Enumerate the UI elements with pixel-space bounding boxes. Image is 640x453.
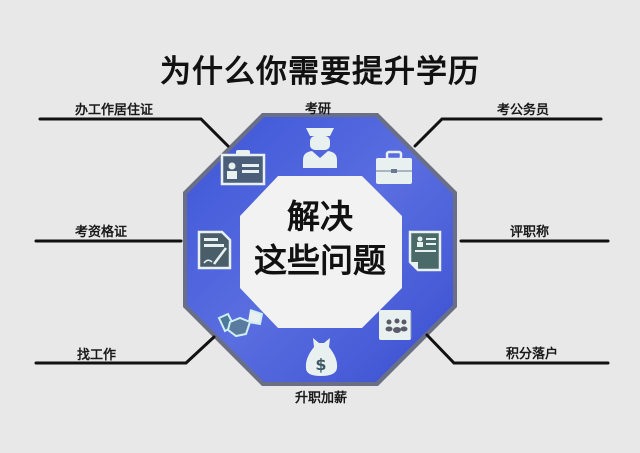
connector-line-job (34, 335, 216, 365)
center-line2: 这些问题 (254, 241, 386, 280)
page-title: 为什么你需要提升学历 (160, 54, 480, 90)
inner-octagon (240, 176, 402, 328)
certificate-icon (408, 230, 442, 272)
label-promotion-raise: 升职加薪 (295, 391, 348, 406)
label-job-search: 找工作 (77, 348, 117, 363)
id-card-icon (220, 150, 266, 186)
connector-line-id-card (38, 117, 230, 148)
household-register-icon (379, 310, 412, 340)
connector-line-briefcase (413, 117, 603, 148)
connector-line-household (425, 333, 610, 365)
center-text: 解决 这些问题 (240, 195, 400, 283)
label-household-registration: 积分落户 (506, 347, 559, 362)
money-bag-icon: $ (305, 338, 338, 376)
label-professional-title: 评职称 (510, 225, 550, 240)
label-graduate-exam: 考研 (305, 102, 332, 117)
svg-text:$: $ (315, 355, 326, 374)
label-qualification-cert: 考资格证 (75, 225, 128, 240)
label-residence-permit: 办工作居住证 (75, 103, 154, 118)
graduate-icon (303, 128, 337, 168)
center-line1: 解决 (287, 197, 353, 236)
document-sign-icon (197, 230, 232, 270)
label-civil-service: 考公务员 (497, 103, 550, 118)
handshake-icon (217, 309, 264, 338)
briefcase-icon (376, 150, 412, 184)
